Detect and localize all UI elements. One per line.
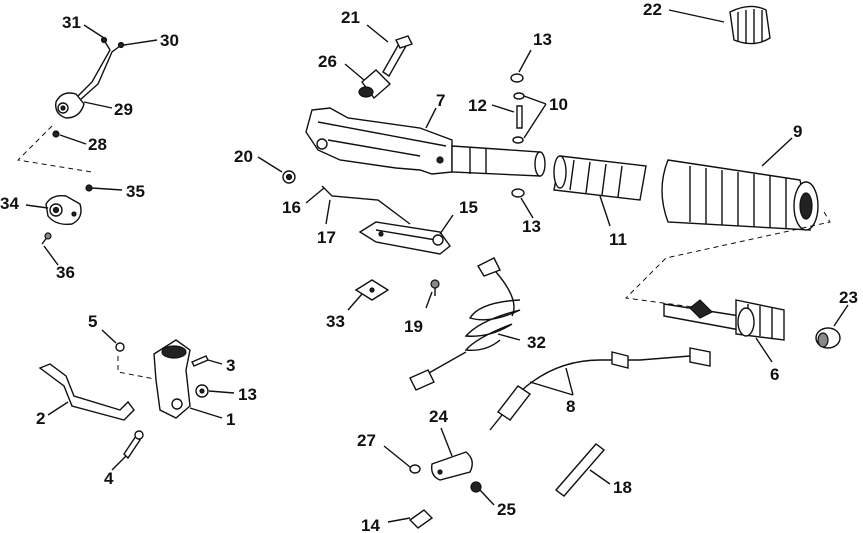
part-25-clamp (430, 451, 473, 481)
callout-25: 24 (429, 407, 448, 426)
dash-line-9-6 (624, 211, 831, 309)
part-32-wire (75, 36, 111, 99)
part-13-nut-top (510, 73, 524, 83)
callout-20: 19 (404, 317, 423, 336)
part-37-screw (41, 232, 52, 245)
callout-34: 33 (326, 312, 345, 331)
part-10-washer (512, 92, 525, 144)
dash-line-29-35 (16, 125, 93, 173)
part-7-handle (305, 107, 546, 177)
callout-32: 31 (62, 13, 81, 32)
callout-6: 6 (770, 365, 779, 384)
part-4-bolt (123, 430, 144, 460)
part-21-nut (282, 170, 296, 184)
callout-8: 8 (566, 397, 575, 416)
callout-13-top: 13 (533, 30, 552, 49)
part-6-stop-switch (663, 299, 785, 341)
callout-30: 29 (114, 100, 133, 119)
part-20-screw (430, 279, 440, 296)
callout-2: 2 (36, 409, 45, 428)
callout-3: 3 (226, 356, 235, 375)
callout-14: 13 (238, 385, 257, 404)
callout-24: 23 (839, 288, 858, 307)
part-12-pin (516, 105, 523, 129)
callout-28: 27 (357, 431, 376, 450)
part-11-grip-sleeve (553, 155, 647, 201)
callout-19: 18 (613, 478, 632, 497)
callout-21: 20 (234, 147, 253, 166)
callout-35: 34 (0, 194, 19, 213)
part-5-clip (115, 342, 125, 352)
callout-5: 5 (88, 312, 97, 331)
part-28-washer (409, 464, 421, 474)
part-13-nut-bottom (511, 188, 525, 198)
callout-1: 1 (226, 410, 235, 429)
part-15-fitting (408, 509, 434, 529)
callout-26: 25 (497, 500, 516, 519)
callout-18: 17 (317, 228, 336, 247)
part-9-throttle-grip (661, 159, 819, 231)
part-31-wire (79, 41, 125, 101)
callout-27: 26 (318, 52, 337, 71)
callout-13-bottom: 13 (522, 217, 541, 236)
callout-11: 11 (609, 230, 627, 249)
part-3-pin (191, 355, 209, 367)
callout-37: 36 (56, 263, 75, 282)
callout-23: 22 (643, 0, 662, 19)
leader-lines (25, 9, 849, 523)
callout-12: 12 (468, 96, 487, 115)
callout-33: 32 (527, 333, 546, 352)
part-34-clip (354, 279, 390, 301)
part-8-cable (489, 347, 711, 431)
part-19-rod (554, 443, 606, 497)
callout-29: 28 (88, 135, 107, 154)
part-22-bolt (382, 35, 413, 77)
part-2-link-rod (38, 363, 135, 421)
part-23-cap (729, 5, 771, 45)
part-24-button (815, 327, 841, 349)
callout-22: 21 (341, 8, 360, 27)
dash-line-5-1 (117, 356, 161, 381)
part-16-bracket (358, 221, 451, 255)
part-30-switch (55, 92, 85, 119)
callout-16: 15 (459, 198, 478, 217)
part-17-clip (321, 185, 411, 225)
part-33-lanyard (409, 257, 521, 391)
callout-36: 35 (126, 182, 145, 201)
callout-15: 14 (361, 516, 380, 533)
part-29-screw (52, 130, 60, 138)
callout-17: 16 (282, 198, 301, 217)
part-26-screw (470, 481, 482, 493)
part-36-nut (85, 184, 93, 192)
callout-31: 30 (160, 31, 179, 50)
callout-7: 7 (436, 91, 445, 110)
callout-10: 10 (549, 95, 568, 114)
callout-4: 4 (104, 469, 114, 488)
part-1-lever (153, 339, 191, 419)
part-35-bracket (45, 194, 82, 226)
callout-9: 9 (793, 122, 802, 141)
part-27-sleeve (358, 69, 392, 100)
part-14-washer (195, 384, 209, 398)
